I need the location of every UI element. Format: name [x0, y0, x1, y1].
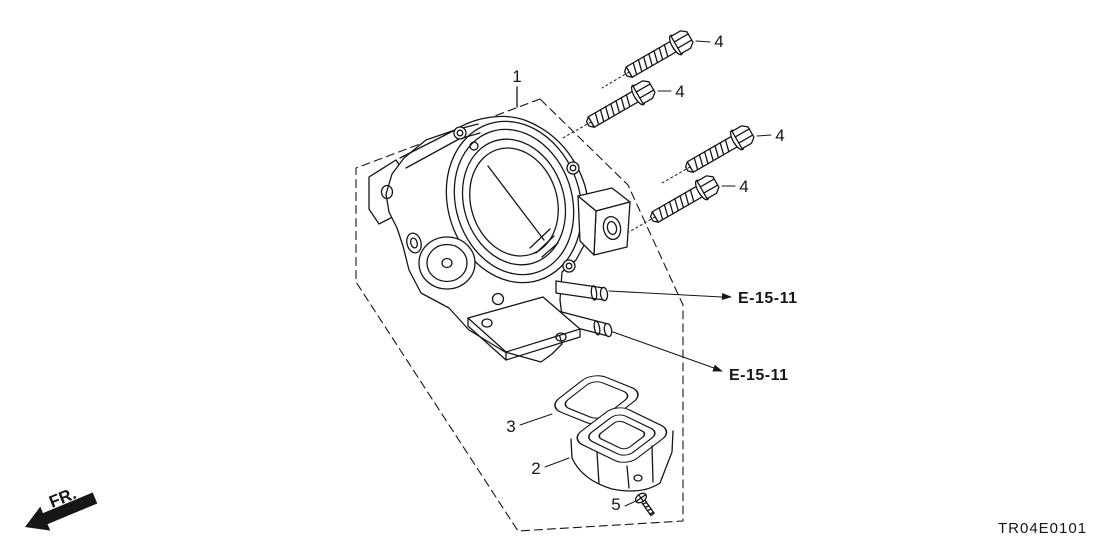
bolt-4	[649, 175, 720, 223]
ref-label-lower: E-15-11	[729, 367, 789, 384]
part-label-2: 2	[531, 459, 540, 478]
diagram-code: TR04E0101	[998, 520, 1087, 537]
ref-arrow-upper-icon	[721, 293, 732, 300]
ref-leader-upper	[608, 290, 732, 300]
throttle-body	[368, 115, 631, 363]
hose-nipple-upper	[555, 280, 609, 302]
bolt-label-3: 4	[775, 126, 784, 145]
bolt-label-4: 4	[739, 177, 748, 196]
part-label-leaders	[519, 413, 637, 507]
part-label-1: 1	[512, 67, 521, 86]
fr-direction-arrow-icon	[25, 492, 98, 531]
ref-arrow-lower-icon	[712, 364, 723, 372]
bolt-alignment-dotted-leaders	[560, 71, 691, 233]
throttle-position-sensor	[577, 187, 631, 256]
part-label-3: 3	[506, 417, 515, 436]
bolt-2	[585, 80, 656, 128]
bolt-label-2: 4	[675, 82, 684, 101]
bolt-label-1: 4	[714, 32, 723, 51]
ref-label-upper: E-15-11	[738, 290, 798, 307]
chamber	[570, 407, 674, 492]
screw	[634, 492, 655, 517]
bolt-1	[623, 30, 694, 78]
assembly-boundary-dashed	[355, 98, 684, 532]
bolt-3	[684, 125, 755, 173]
ref-leader-lower	[612, 331, 723, 372]
bolt-label-leaders	[657, 40, 772, 187]
part-label-5: 5	[611, 495, 620, 514]
